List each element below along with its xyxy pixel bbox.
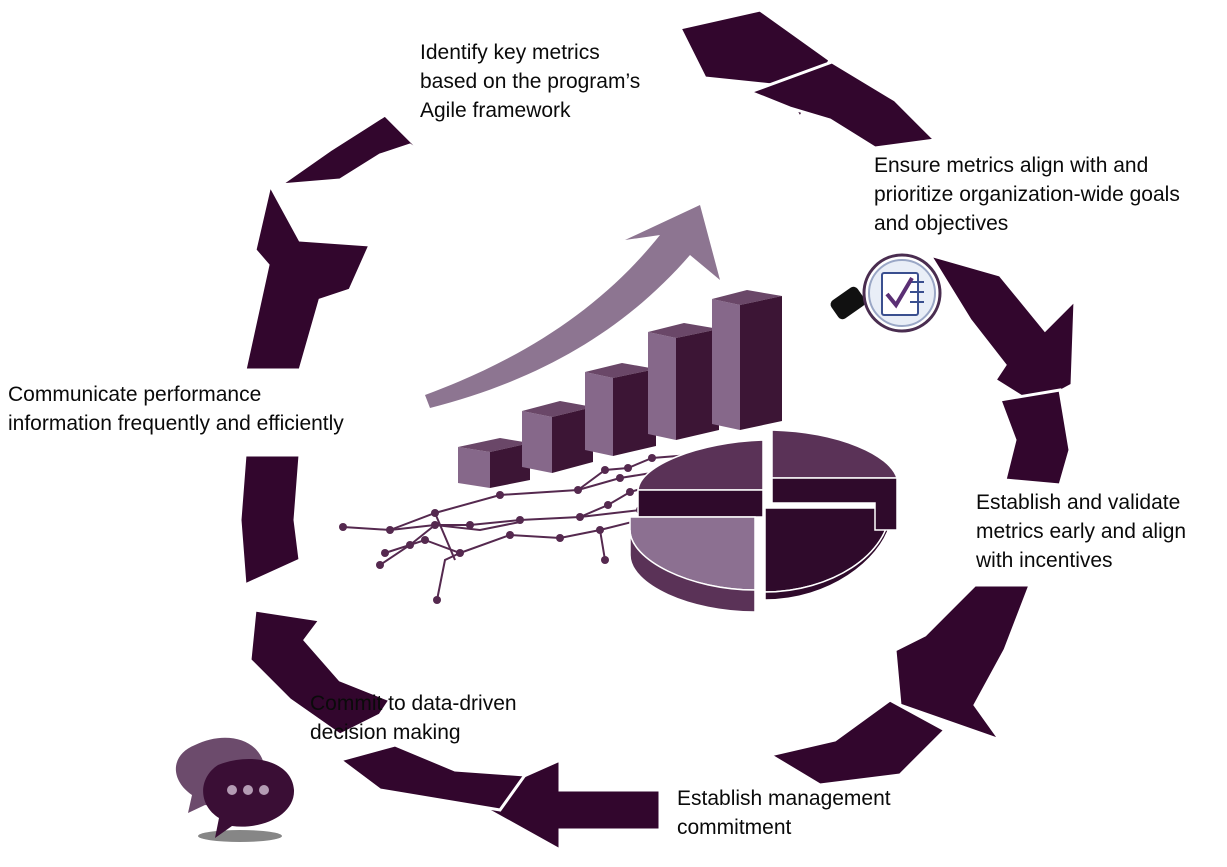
step-label-establish-validate: Establish and validate metrics early and…: [976, 491, 1187, 572]
cycle-arrow-2: [745, 60, 939, 150]
cycle-arrow-10: [238, 453, 302, 588]
step-label-commit: Commit to data-driven decision making: [310, 692, 517, 744]
cycle-arrow-12: [274, 113, 427, 187]
trend-arrow: [425, 205, 720, 408]
network-graphic: [339, 454, 691, 604]
bar-5: [712, 290, 782, 430]
bar-3: [585, 363, 656, 456]
step-label-communicate: Communicate performance information freq…: [8, 383, 344, 435]
bar-graphic: [458, 290, 782, 488]
cycle-arrow-4: [997, 388, 1072, 487]
chat-bubbles-icon: [175, 737, 295, 842]
bar-1: [458, 438, 530, 488]
cycle-arrow-6: [766, 698, 948, 787]
cycle-arrow-8: [336, 743, 528, 812]
pie-graphic: [629, 429, 899, 613]
step-label-establish-management: Establish management commitment: [677, 787, 891, 839]
cycle-arrows: [238, 8, 1077, 853]
bar-2: [522, 401, 593, 473]
cycle-arrow-5: [893, 583, 1033, 743]
cycle-arrow-11: [243, 180, 373, 372]
step-label-identify: Identify key metrics based on the progra…: [420, 41, 641, 122]
magnifier-checklist-icon: [830, 253, 942, 333]
cycle-arrow-9: [248, 608, 393, 737]
step-label-ensure: Ensure metrics align with and prioritize…: [874, 154, 1180, 235]
cycle-arrow-3: [926, 252, 1077, 407]
bar-4: [648, 323, 719, 440]
